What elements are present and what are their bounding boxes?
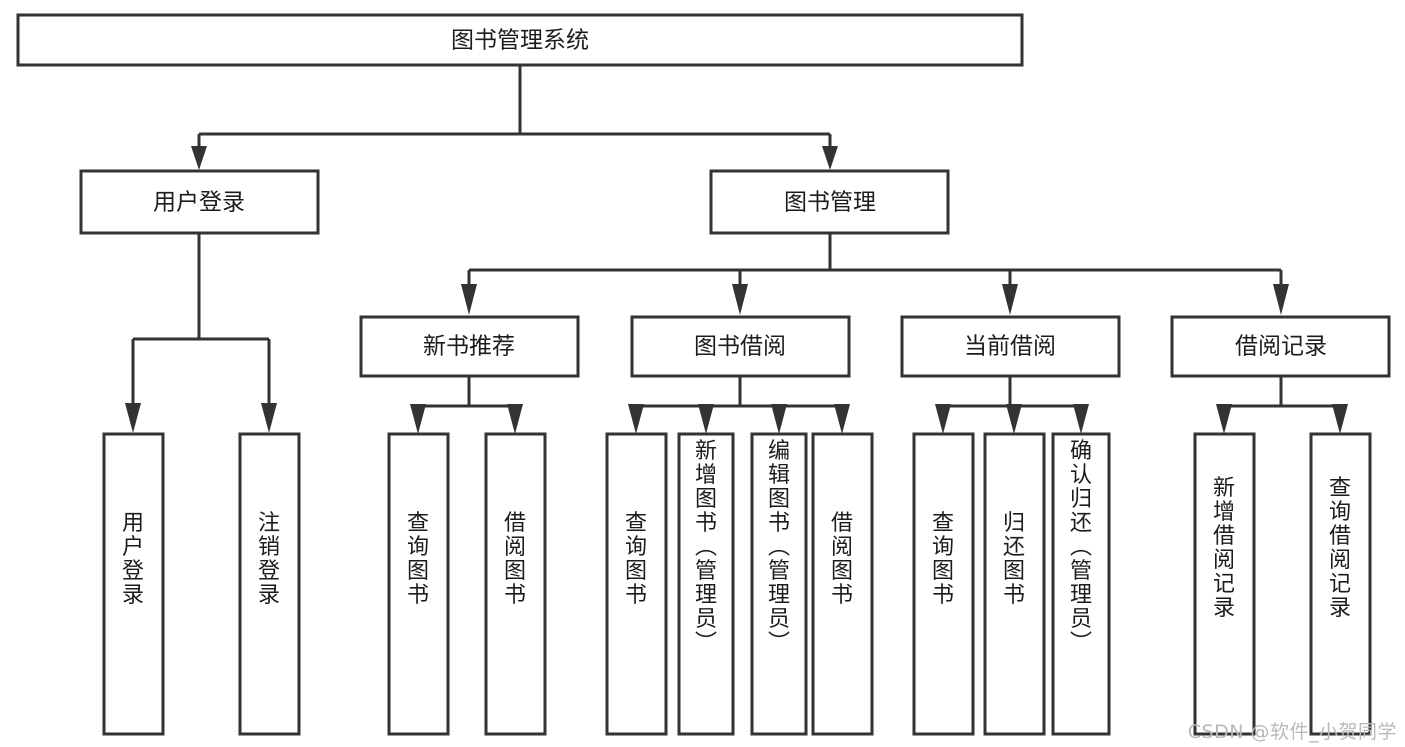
node-book-borrow[interactable]: 图书借阅 <box>630 315 851 378</box>
node-leaf-borrow-book-1[interactable]: 借阅图书 <box>484 432 547 736</box>
node-current-borrow[interactable]: 当前借阅 <box>900 315 1121 378</box>
node-current-borrow-box[interactable] <box>900 315 1121 378</box>
arrowhead-book-mgmt <box>822 146 838 170</box>
node-leaf-query-borrow-record[interactable]: 查询借阅记录 <box>1309 432 1372 736</box>
node-leaf-query-book-1-label: 查询图书 <box>407 511 429 608</box>
node-new-book-recommend[interactable]: 新书推荐 <box>359 315 580 378</box>
node-leaf-query-book-1-box[interactable] <box>387 432 450 736</box>
node-book-management[interactable]: 图书管理 <box>709 169 950 235</box>
node-leaf-return-book-label: 归还图书 <box>1003 511 1025 608</box>
arrowhead-n3d <box>1273 284 1289 315</box>
node-leaf-add-book-admin-box[interactable] <box>677 432 735 736</box>
arrowhead-l8 <box>834 404 850 434</box>
node-borrow-record[interactable]: 借阅记录 <box>1170 315 1391 378</box>
node-leaf-query-book-3-label: 查询图书 <box>932 511 954 608</box>
node-leaf-borrow-book-2-box[interactable] <box>811 432 874 736</box>
node-leaf-query-book-3[interactable]: 查询图书 <box>912 432 975 736</box>
arrowhead-l12 <box>1216 404 1232 434</box>
node-leaf-return-book-box[interactable] <box>983 432 1046 736</box>
arrowhead-l11 <box>1073 404 1089 434</box>
node-leaf-add-book-admin-label: 新增图书︵管理员︶ <box>695 439 717 656</box>
arrowhead-l9 <box>935 404 951 434</box>
arrowhead-l2 <box>261 403 277 433</box>
node-user-login[interactable]: 用户登录 <box>79 169 320 235</box>
arrowhead-l5 <box>628 404 644 434</box>
node-leaf-query-borrow-record-label: 查询借阅记录 <box>1329 476 1351 621</box>
node-new-book-recommend-box[interactable] <box>359 315 580 378</box>
node-leaf-logout[interactable]: 注销登录 <box>238 432 301 736</box>
node-root-label: 图书管理系统 <box>451 28 589 54</box>
node-book-borrow-label: 图书借阅 <box>694 334 786 360</box>
node-current-borrow-label: 当前借阅 <box>964 334 1056 360</box>
node-leaf-query-book-2-label: 查询图书 <box>625 511 647 608</box>
node-leaf-borrow-book-2[interactable]: 借阅图书 <box>811 432 874 736</box>
node-leaf-add-borrow-record[interactable]: 新增借阅记录 <box>1193 432 1256 736</box>
arrowhead-user-login <box>191 146 207 170</box>
node-leaf-borrow-book-1-box[interactable] <box>484 432 547 736</box>
node-leaf-confirm-return-admin-label: 确认归还︵管理员︶ <box>1070 439 1092 656</box>
arrowhead-l3 <box>410 404 426 434</box>
arrowhead-l10 <box>1006 404 1022 434</box>
node-leaf-confirm-return-admin-box[interactable] <box>1051 432 1111 736</box>
node-leaf-query-book-2-box[interactable] <box>605 432 668 736</box>
node-leaf-query-book-1[interactable]: 查询图书 <box>387 432 450 736</box>
node-leaf-edit-book-admin-label: 编辑图书︵管理员︶ <box>768 439 790 656</box>
node-user-login-label: 用户登录 <box>153 190 245 216</box>
arrowhead-n3b <box>732 284 748 315</box>
arrowhead-n3c <box>1002 284 1018 315</box>
leaf-nodes-layer: 用户登录 注销登录 查询图书 借阅图书 查询图书 新增图书︵管理员︶ <box>102 432 1372 736</box>
node-leaf-query-book-2[interactable]: 查询图书 <box>605 432 668 736</box>
node-leaf-query-borrow-record-box[interactable] <box>1309 432 1372 736</box>
node-borrow-record-box[interactable] <box>1170 315 1391 378</box>
node-leaf-edit-book-admin[interactable]: 编辑图书︵管理员︶ <box>750 432 808 736</box>
node-user-login-box[interactable] <box>79 169 320 235</box>
node-leaf-query-book-3-box[interactable] <box>912 432 975 736</box>
node-root-box[interactable] <box>16 13 1024 67</box>
arrowhead-l7 <box>771 404 787 434</box>
arrowhead-l6 <box>698 404 714 434</box>
node-leaf-add-borrow-record-label: 新增借阅记录 <box>1213 476 1235 621</box>
node-leaf-user-login[interactable]: 用户登录 <box>102 432 165 736</box>
node-leaf-borrow-book-2-label: 借阅图书 <box>831 511 853 608</box>
csdn-watermark: CSDN @软件_小贺同学 <box>1187 721 1397 743</box>
node-new-book-recommend-label: 新书推荐 <box>423 334 515 360</box>
node-leaf-user-login-box[interactable] <box>102 432 165 736</box>
node-borrow-record-label: 借阅记录 <box>1235 334 1327 360</box>
arrowhead-l4 <box>507 404 523 434</box>
arrowhead-n3a <box>461 284 477 315</box>
node-book-management-box[interactable] <box>709 169 950 235</box>
node-leaf-edit-book-admin-box[interactable] <box>750 432 808 736</box>
node-root[interactable]: 图书管理系统 <box>16 13 1024 67</box>
node-leaf-user-login-label: 用户登录 <box>122 511 144 608</box>
node-book-management-label: 图书管理 <box>784 190 876 216</box>
edge-layer <box>125 65 1348 434</box>
node-leaf-add-book-admin[interactable]: 新增图书︵管理员︶ <box>677 432 735 736</box>
node-leaf-borrow-book-1-label: 借阅图书 <box>504 511 526 608</box>
node-leaf-confirm-return-admin[interactable]: 确认归还︵管理员︶ <box>1051 432 1111 736</box>
node-leaf-logout-box[interactable] <box>238 432 301 736</box>
node-leaf-logout-label: 注销登录 <box>258 511 280 608</box>
node-book-borrow-box[interactable] <box>630 315 851 378</box>
arrowhead-l13 <box>1332 404 1348 434</box>
arrowhead-l1 <box>125 403 141 433</box>
node-leaf-add-borrow-record-box[interactable] <box>1193 432 1256 736</box>
node-leaf-return-book[interactable]: 归还图书 <box>983 432 1046 736</box>
